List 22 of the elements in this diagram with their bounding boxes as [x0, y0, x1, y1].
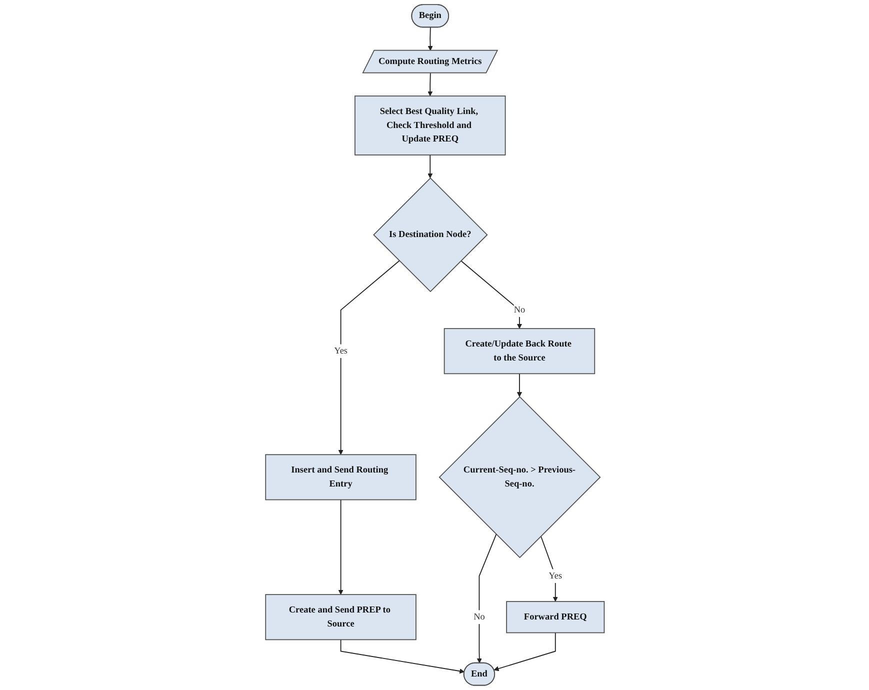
- edge-label: Yes: [334, 346, 348, 356]
- arrow: [340, 639, 464, 674]
- arrow: [338, 499, 343, 595]
- node-box: Select Best Quality Link, Check Threshold and Update PREQ: [354, 96, 506, 156]
- arrow: [338, 260, 400, 455]
- arrow: [493, 632, 556, 672]
- node-diamond: Is Destination Node?: [372, 177, 488, 292]
- arrow: [476, 534, 496, 664]
- arrow: [460, 260, 522, 329]
- arrow: [427, 72, 432, 96]
- arrow: [427, 27, 432, 51]
- arrow: [540, 536, 558, 602]
- node-box: Create/Update Back Route to the Source: [443, 328, 595, 374]
- arrow: [427, 154, 432, 178]
- node-box: Create and Send PREP to Source: [264, 594, 416, 640]
- arrow: [516, 373, 522, 398]
- node-box: Insert and Send Routing Entry: [264, 454, 416, 500]
- node-box: Forward PREQ: [506, 601, 604, 634]
- node-diamond: Current-Seq-no. > Previous-Seq-no.: [438, 396, 600, 558]
- edge-label: No: [473, 612, 484, 622]
- edge-label: Yes: [548, 570, 562, 581]
- edge-label: No: [513, 304, 525, 315]
